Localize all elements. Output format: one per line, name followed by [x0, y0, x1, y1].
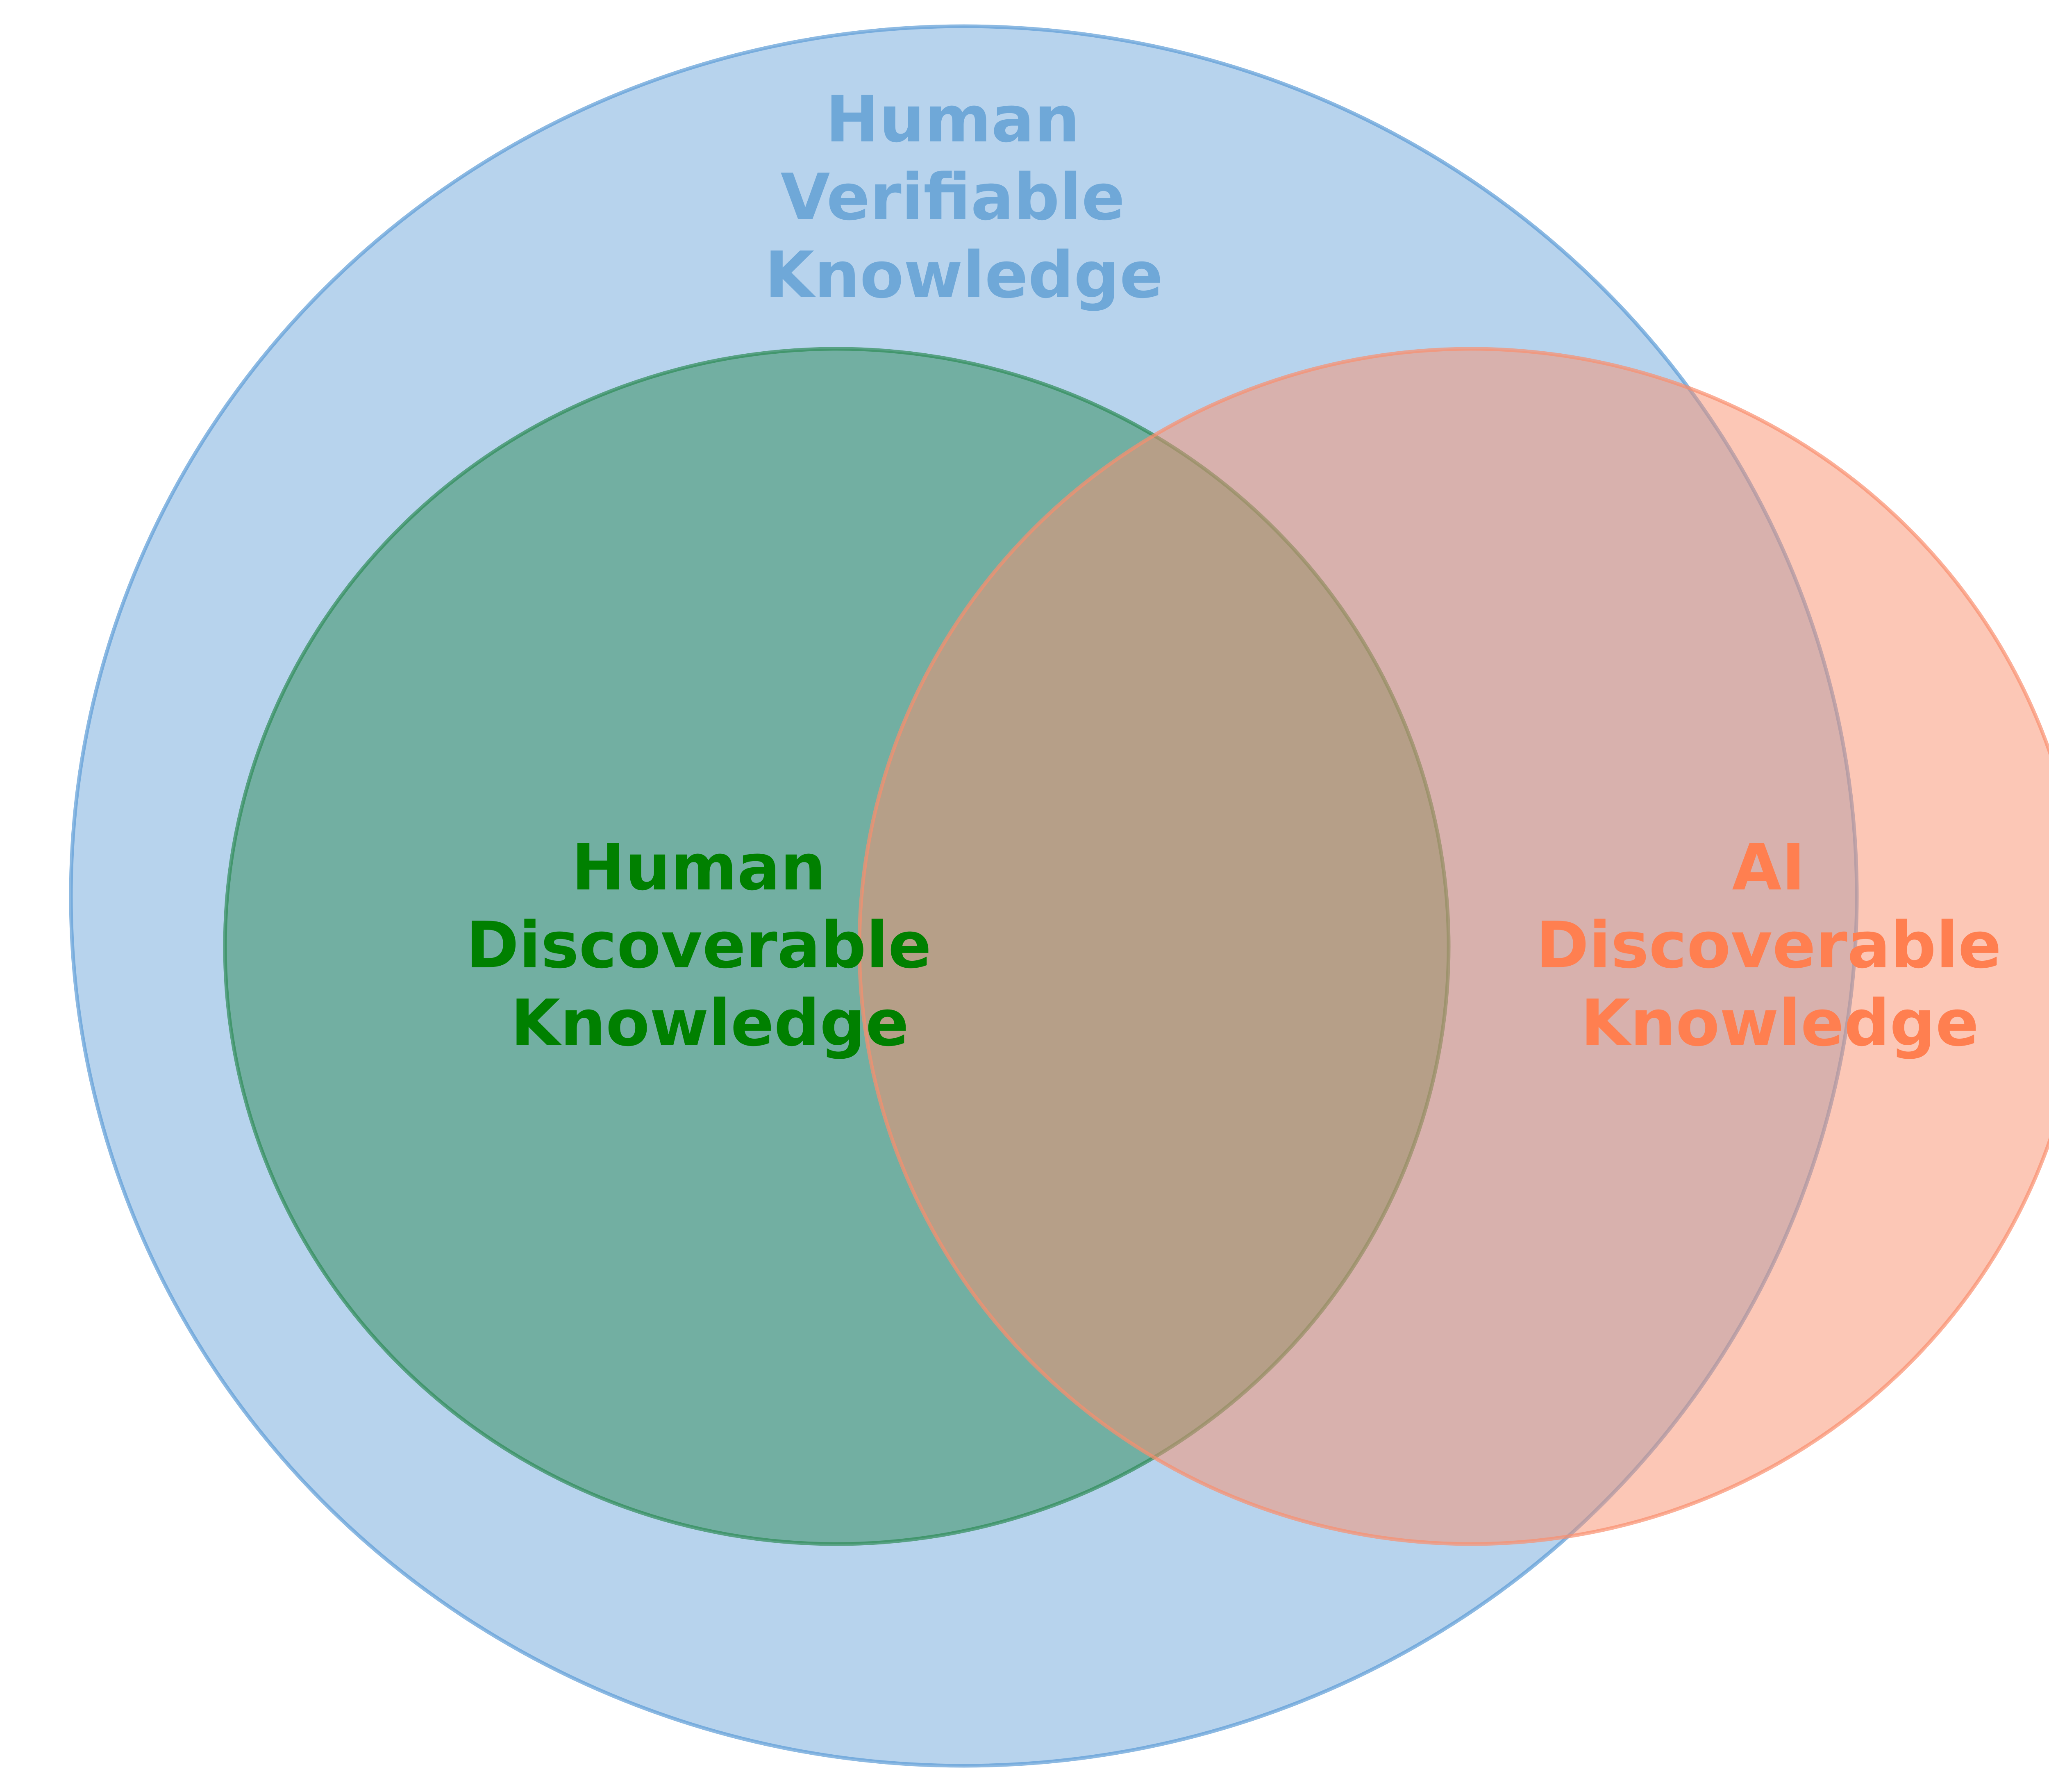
human-discoverable-label-line: Human: [572, 830, 826, 905]
human-verifiable-label-line: Verifiable: [781, 160, 1125, 234]
human-discoverable-label-line: Discoverable: [466, 908, 931, 982]
ai-discoverable-label: AI Discoverable Knowledge: [1536, 830, 2024, 1060]
ai-discoverable-label-line: Discoverable: [1536, 908, 2001, 982]
human-verifiable-label-line: Knowledge: [765, 238, 1163, 312]
ai-discoverable-circle: [857, 347, 2049, 1546]
human-verifiable-label-line: Human: [826, 82, 1080, 157]
ai-discoverable-label-line: Knowledge: [1581, 986, 1979, 1060]
ai-discoverable-label-line: AI: [1732, 830, 1805, 905]
human-discoverable-label-line: Knowledge: [511, 986, 909, 1060]
human-discoverable-label: Human Discoverable Knowledge: [466, 830, 954, 1060]
human-verifiable-label: Human Verifiable Knowledge: [765, 82, 1163, 312]
